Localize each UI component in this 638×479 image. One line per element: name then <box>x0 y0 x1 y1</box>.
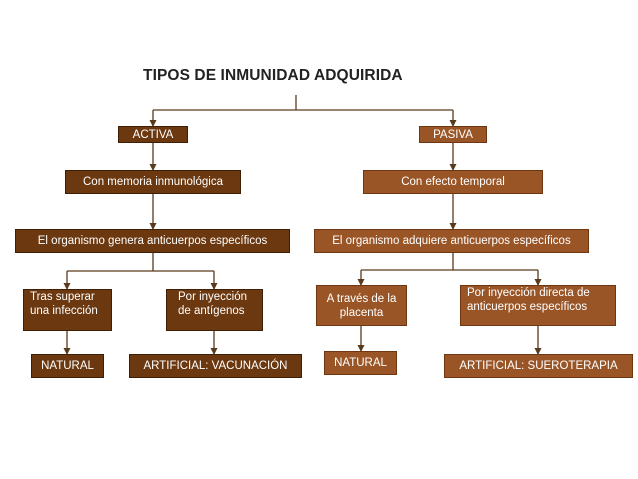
node-memoria-inmunologica: Con memoria inmunológica <box>65 170 241 194</box>
node-genera-anticuerpos: El organismo genera anticuerpos específi… <box>15 229 290 253</box>
node-inyeccion-directa: Por inyección directa de anticuerpos esp… <box>460 285 616 326</box>
node-artificial-vacunacion: ARTIFICIAL: VACUNACIÓN <box>129 354 302 378</box>
node-inyeccion-antigenos: Por inyección de antígenos <box>166 289 263 331</box>
node-iny-directa-line-1: Por inyección directa de <box>467 287 590 299</box>
diagram-title: TIPOS DE INMUNIDAD ADQUIRIDA <box>143 67 403 84</box>
node-tras-superar-line-1: Tras superar <box>30 291 95 303</box>
node-traves-placenta: A través de la placenta <box>316 285 407 326</box>
node-iny-directa-line-2: anticuerpos específicos <box>467 301 588 313</box>
node-adquiere-anticuerpos: El organismo adquiere anticuerpos especí… <box>314 229 589 253</box>
connector-title-split <box>153 95 453 111</box>
node-natural-pasiva: NATURAL <box>324 351 397 375</box>
connector-adquiere-split <box>361 253 538 271</box>
node-pasiva: PASIVA <box>419 126 487 143</box>
node-iny-antigenos-line-1: Por inyección <box>178 291 248 303</box>
node-tras-superar-infeccion: Tras superar una infección <box>23 289 112 331</box>
node-activa: ACTIVA <box>118 126 188 143</box>
node-tras-superar-line-2: una infección <box>30 305 98 317</box>
node-artificial-sueroterapia: ARTIFICIAL: SUEROTERAPIA <box>444 354 633 378</box>
node-iny-antigenos-line-2: de antígenos <box>178 305 245 317</box>
node-placenta-line-2: placenta <box>339 306 384 319</box>
node-natural-activa: NATURAL <box>31 354 104 378</box>
node-placenta-line-1: A través de la <box>326 292 397 305</box>
node-efecto-temporal: Con efecto temporal <box>363 170 543 194</box>
connector-genera-split <box>67 253 214 272</box>
